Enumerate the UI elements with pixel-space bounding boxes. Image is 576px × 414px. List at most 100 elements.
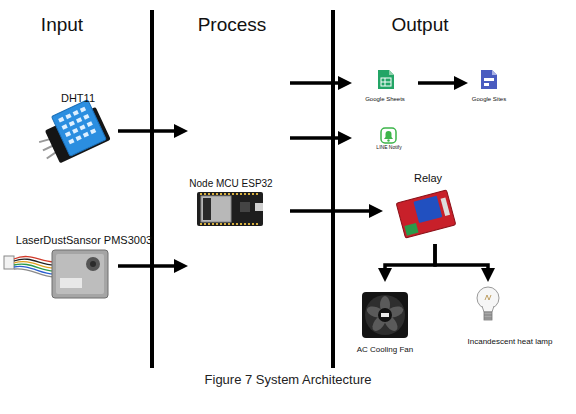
- component-label: LaserDustSansor PMS3003: [16, 234, 152, 246]
- component-node: Google Sites: [468, 64, 510, 110]
- pms3003-illustration: [4, 250, 108, 298]
- relay-pins: [441, 197, 450, 216]
- sensor-face: [56, 254, 104, 294]
- esp32-illustration: [197, 192, 263, 226]
- component-label: Incandescent heat lamp: [468, 338, 553, 347]
- fan-illustration: [362, 292, 408, 338]
- column-divider: [150, 10, 154, 368]
- component-node: AC Cooling Fan: [350, 282, 420, 360]
- grille-hole: [83, 114, 89, 120]
- grille-hole: [90, 128, 96, 134]
- component-label: DHT11: [61, 92, 95, 104]
- icon-frame: [381, 128, 396, 143]
- component-node: Node MCU ESP32: [188, 70, 290, 305]
- sensor-sticker: [60, 278, 82, 288]
- site-block: [484, 78, 494, 81]
- wifi-module: [201, 196, 231, 222]
- wire-connector: [4, 256, 14, 269]
- component-node: Relay: [383, 170, 473, 244]
- dht11-illustration: [32, 98, 111, 168]
- sensor-inlet: [86, 257, 100, 271]
- component-label: AC Cooling Fan: [357, 346, 413, 355]
- pin-row: [200, 193, 260, 195]
- component-node: Incandescent heat lamp: [460, 282, 560, 352]
- grille-hole: [83, 132, 89, 138]
- component-node: LINE Notify: [352, 122, 424, 156]
- grille-hole: [76, 135, 82, 141]
- component-node: LaserDustSansor PMS3003: [38, 232, 118, 302]
- component-label: LINE Notify: [376, 145, 401, 151]
- arrow-connector: [290, 209, 376, 213]
- relay-pcb: [396, 190, 456, 238]
- grille-hole: [87, 121, 93, 127]
- arrow-connector: [435, 244, 488, 275]
- grille-hole: [65, 131, 71, 137]
- grille-hole: [58, 117, 64, 123]
- grille-hole: [69, 121, 75, 127]
- relay-terminal: [404, 223, 418, 236]
- google-sheets-icon: [378, 70, 394, 89]
- arrow-connector: [385, 244, 435, 275]
- pin-row: [200, 223, 260, 225]
- sheet-grid: [381, 78, 391, 86]
- bell-shape: [384, 131, 393, 139]
- grille-hole: [72, 128, 78, 134]
- arrow-connector: [418, 81, 461, 85]
- bulb-glass: [477, 287, 499, 309]
- grille-hole: [80, 107, 86, 113]
- sensor-wire: [14, 269, 54, 277]
- lamp-illustration: [477, 287, 499, 320]
- board-pcb: [197, 192, 263, 226]
- column-divider: [331, 10, 335, 368]
- component-node: Google Sheets: [352, 64, 418, 110]
- sensor-grille: [58, 107, 96, 145]
- sensor-body: [51, 100, 106, 157]
- google-sites-icon: [481, 70, 497, 89]
- arrow-connector: [118, 129, 181, 133]
- relay-block: [413, 196, 442, 223]
- fan-opening: [365, 295, 405, 335]
- bulb-filament: [485, 295, 491, 300]
- fan-frame: [362, 292, 408, 338]
- module-antenna: [203, 198, 211, 220]
- relay-illustration: [396, 190, 456, 238]
- sensor-inlet: [90, 261, 96, 267]
- arrow-connector: [118, 264, 181, 268]
- grille-hole: [65, 113, 71, 119]
- column-heading: Process: [198, 14, 267, 36]
- site-block: [484, 83, 489, 86]
- doc-shape: [378, 70, 394, 89]
- component-label: Node MCU ESP32: [189, 178, 272, 189]
- bulb-base: [484, 312, 492, 320]
- bulb-thread: [484, 318, 492, 319]
- grille-hole: [68, 139, 74, 145]
- grille-hole: [79, 125, 85, 131]
- arrow-connector: [290, 81, 345, 85]
- grille-hole: [62, 124, 68, 130]
- arrow-connector: [290, 136, 345, 140]
- grille-hole: [76, 117, 82, 123]
- fan-hub: [378, 308, 392, 322]
- figure-caption: Figure 7 System Architecture: [205, 372, 372, 387]
- sensor-case: [52, 250, 108, 298]
- column-heading: Output: [391, 14, 448, 36]
- doc-fold: [389, 70, 394, 75]
- doc-fold: [492, 70, 497, 75]
- component-label: Google Sheets: [365, 96, 405, 103]
- bulb-thread: [484, 315, 492, 316]
- line-notify-icon: [381, 128, 396, 143]
- sheet-grid: [385, 78, 386, 86]
- component-label: Google Sites: [472, 96, 506, 103]
- grille-hole: [73, 110, 79, 116]
- bulb-neck: [482, 306, 494, 312]
- sheet-grid: [381, 82, 391, 83]
- sensor-wire: [14, 266, 54, 274]
- column-heading: Input: [41, 14, 83, 36]
- fan-sticker: [381, 313, 389, 317]
- component-label: Relay: [414, 172, 442, 184]
- bell-clapper: [387, 139, 389, 141]
